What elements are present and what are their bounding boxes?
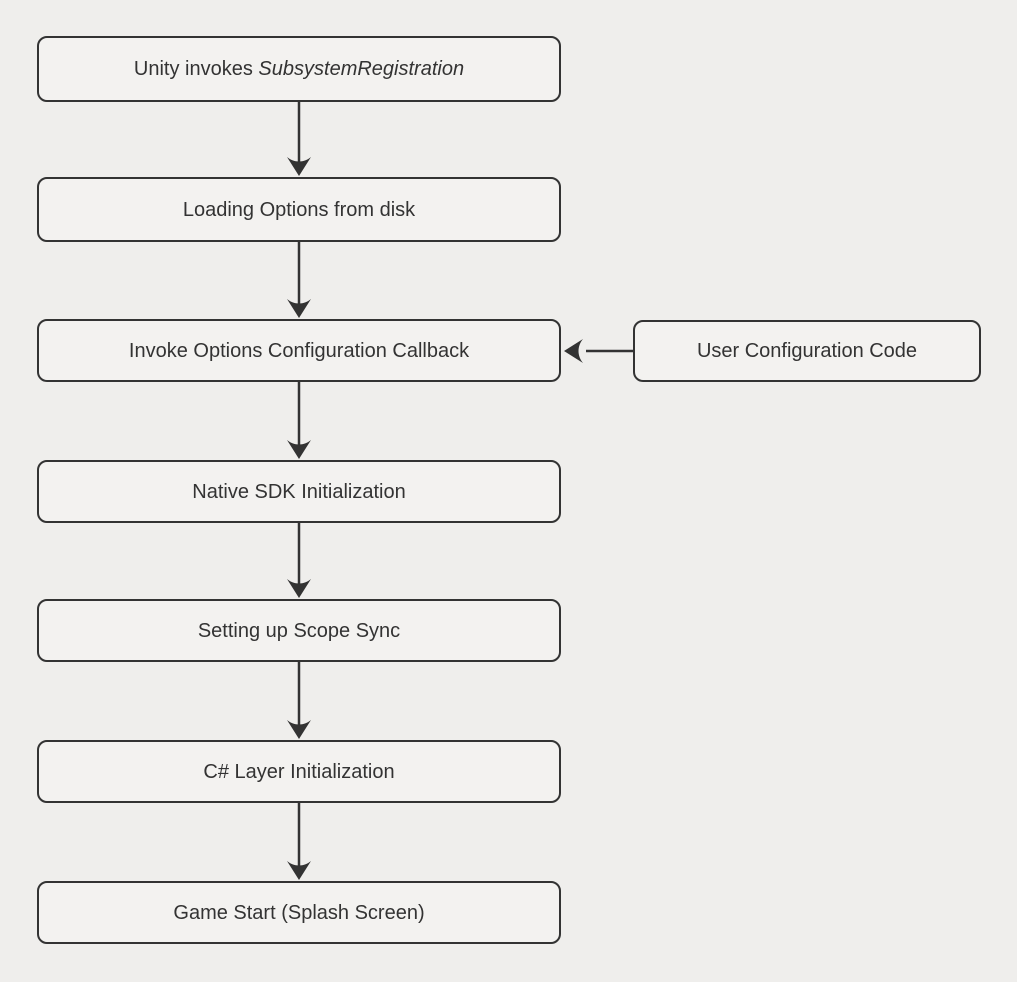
node-csharp-layer: C# Layer Initialization <box>37 740 561 803</box>
node-label: Game Start (Splash Screen) <box>173 901 425 924</box>
edge-csharp-to-gamestart <box>287 803 311 880</box>
edge-arrowhead <box>287 720 311 739</box>
node-invoke-callback: Invoke Options Configuration Callback <box>37 319 561 382</box>
edge-arrowhead <box>287 440 311 459</box>
edge-unity-to-loading <box>287 102 311 176</box>
edge-loading-to-invoke <box>287 242 311 318</box>
edge-arrowhead <box>287 861 311 880</box>
edge-arrowhead <box>287 299 311 318</box>
node-scope-sync: Setting up Scope Sync <box>37 599 561 662</box>
node-loading-options: Loading Options from disk <box>37 177 561 242</box>
edge-nativesdk-to-scopesync <box>287 523 311 598</box>
edge-invoke-to-nativesdk <box>287 382 311 459</box>
edge-userconfig-to-invoke <box>564 339 633 363</box>
node-user-config: User Configuration Code <box>633 320 981 382</box>
node-label: Invoke Options Configuration Callback <box>128 339 470 362</box>
node-native-sdk: Native SDK Initialization <box>37 460 561 523</box>
node-label: Loading Options from disk <box>182 198 416 221</box>
node-label: Native SDK Initialization <box>192 480 406 503</box>
edge-arrowhead <box>287 157 311 176</box>
node-label: Setting up Scope Sync <box>197 619 401 642</box>
node-label: C# Layer Initialization <box>203 760 395 783</box>
edge-arrowhead <box>287 579 311 598</box>
node-unity-invokes: Unity invokes SubsystemRegistration <box>37 36 561 102</box>
edge-scopesync-to-csharp <box>287 662 311 739</box>
node-label: Unity invokes SubsystemRegistration <box>133 58 465 80</box>
edge-arrowhead <box>564 339 583 363</box>
node-label: User Configuration Code <box>696 340 918 362</box>
node-game-start: Game Start (Splash Screen) <box>37 881 561 944</box>
